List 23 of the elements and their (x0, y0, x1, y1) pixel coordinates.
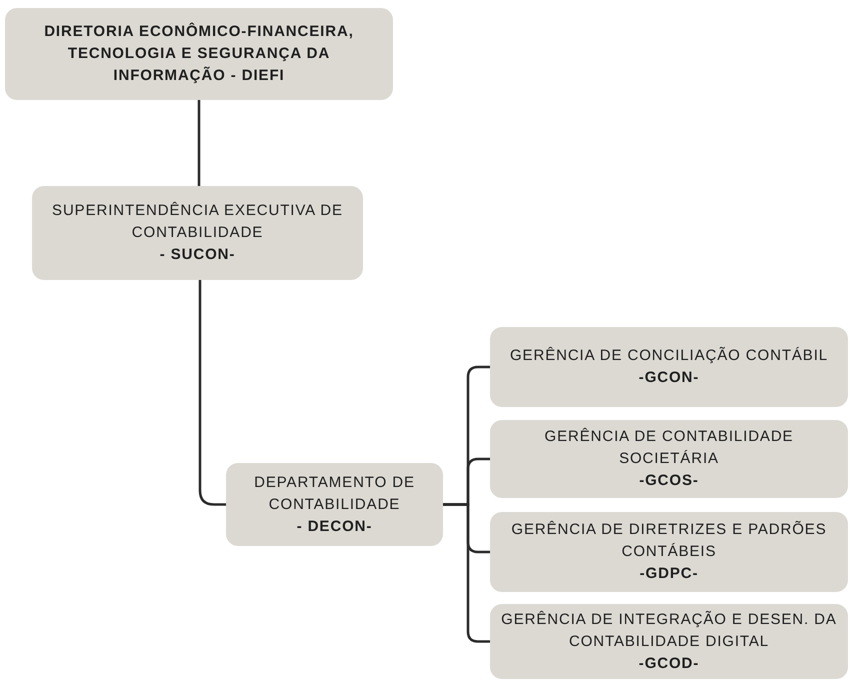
unit-name: GERÊNCIA DE CONTABILIDADE SOCIETÁRIA (544, 426, 794, 469)
unit-acronym: - SUCON- (160, 245, 236, 265)
connector-line (198, 100, 200, 186)
connector-line (198, 280, 226, 506)
org-box (490, 327, 848, 407)
org-box (490, 604, 848, 679)
unit-name: GERÊNCIA DE CONCILIAÇÃO CONTÁBIL (510, 346, 828, 366)
unit-acronym: -GCON- (638, 368, 700, 388)
unit-acronym: -GDPC- (640, 564, 698, 584)
org-box (5, 8, 393, 100)
unit-name: DEPARTAMENTO DE CONTABILIDADE (253, 472, 416, 514)
unit-acronym: -GCOD- (638, 654, 700, 674)
unit-name: DIRETORIA ECONÔMICO-FINANCEIRA, TECNOLOGIA E SEGURANÇA DA INFORMAÇÃO - DIEFI (43, 22, 355, 86)
org-box (226, 463, 443, 546)
unit-name: GERÊNCIA DE INTEGRAÇÃO E DESEN. DA CONTABILIDADE DIGITAL (500, 610, 838, 652)
org-box (32, 186, 363, 280)
unit-name: GERÊNCIA DE DIRETRIZES E PADRÕES CONTÁBEIS (510, 520, 828, 562)
unit-name: SUPERINTENDÊNCIA EXECUTIVA DE CONTABILIDADE (51, 200, 344, 243)
connector-line (443, 503, 490, 643)
org-box (490, 420, 848, 498)
org-box (490, 512, 848, 592)
unit-acronym: - DECON- (296, 516, 372, 536)
unit-acronym: -GCOS- (639, 471, 699, 491)
